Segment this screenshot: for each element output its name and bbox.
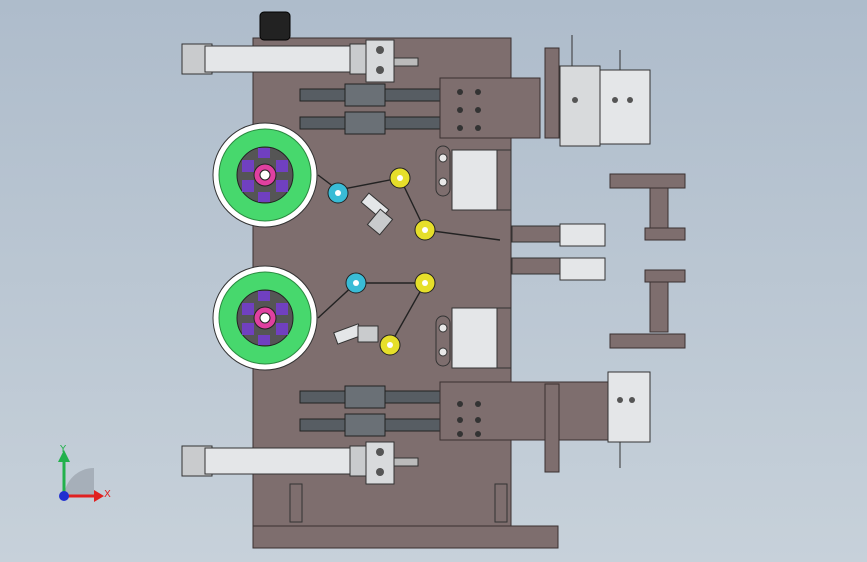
right-carriage-top [439, 77, 541, 139]
upper-reel [212, 122, 318, 228]
clamp-lower [609, 269, 686, 349]
grippers [511, 223, 606, 281]
right-carriage-bottom [439, 381, 609, 441]
upper-valve-block [435, 145, 512, 211]
bottom-cylinder [181, 441, 419, 485]
right-bottom-actuator [607, 371, 651, 468]
right-top-actuators [559, 35, 651, 147]
right-pillar-bottom [544, 383, 560, 473]
bottom-bracket-right [494, 483, 508, 523]
lower-reel [212, 265, 318, 371]
linear-rails-top [299, 83, 441, 135]
base-plate [252, 525, 559, 549]
top-cylinder [181, 39, 419, 83]
rollers [327, 167, 436, 356]
y-axis-label: Y [59, 444, 67, 455]
tensioner-arms [333, 192, 394, 345]
lower-valve-block [435, 307, 512, 369]
clamp-upper [609, 173, 686, 241]
bottom-bracket-left [289, 483, 303, 523]
coordinate-triad: Y X [58, 444, 111, 502]
linear-rails-bottom [299, 385, 441, 437]
top-knob [259, 11, 291, 41]
x-axis-label: X [104, 489, 111, 500]
right-pillar-top [544, 47, 560, 139]
